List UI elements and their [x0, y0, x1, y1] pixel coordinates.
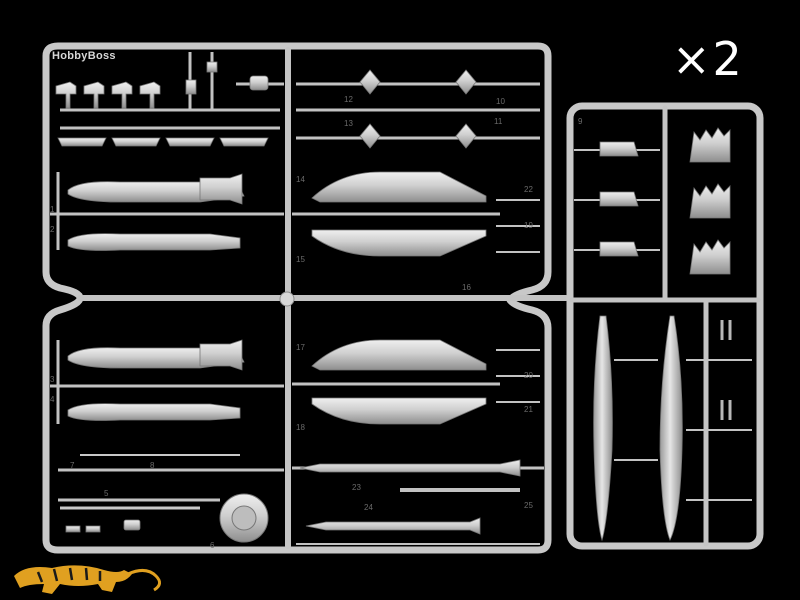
part-number: 18 — [296, 423, 305, 432]
part-number: 6 — [210, 541, 215, 550]
part-number: 7 — [70, 461, 75, 470]
part-number: 8 — [150, 461, 155, 470]
fin-clips — [55, 61, 269, 147]
part-number: 16 — [462, 283, 471, 292]
part-number: 19 — [524, 221, 533, 230]
part-number: 14 — [296, 175, 305, 184]
rocket-pods-upper — [50, 172, 284, 251]
part-number: 25 — [524, 501, 533, 510]
part-number: 24 — [364, 503, 373, 512]
drop-tank-halves-lower — [292, 339, 540, 425]
part-number: 13 — [344, 119, 353, 128]
small-sprue-runners — [569, 105, 761, 547]
part-number: 21 — [524, 405, 533, 414]
long-missiles — [292, 459, 544, 545]
main-sprue-frame — [42, 42, 552, 554]
part-number: 3 — [50, 375, 55, 384]
tiger-logo-icon — [14, 565, 161, 594]
bottom-left-parts — [58, 454, 284, 543]
part-number: 22 — [524, 185, 533, 194]
part-number: 2 — [50, 225, 55, 234]
brand-text: HobbyBoss — [52, 50, 116, 62]
rocket-pods-lower — [50, 339, 284, 424]
part-number: 1 — [50, 205, 55, 214]
missile-fins-top — [296, 69, 540, 149]
small-sprue-tanks — [593, 315, 752, 542]
part-number: 11 — [494, 117, 503, 126]
part-number: 10 — [496, 97, 505, 106]
part-number: 9 — [578, 117, 583, 126]
part-number: 23 — [352, 483, 361, 492]
part-number: 5 — [104, 489, 109, 498]
part-number: 20 — [524, 371, 533, 380]
sprue-gate-hub — [279, 291, 295, 307]
part-number: 17 — [296, 343, 305, 352]
drop-tank-halves-upper — [292, 171, 540, 257]
small-sprue-fin-packs — [574, 127, 731, 275]
part-number: 15 — [296, 255, 305, 264]
multiplier-text: ×2 — [672, 32, 744, 86]
part-number: 12 — [344, 95, 353, 104]
part-number: 4 — [50, 395, 55, 404]
